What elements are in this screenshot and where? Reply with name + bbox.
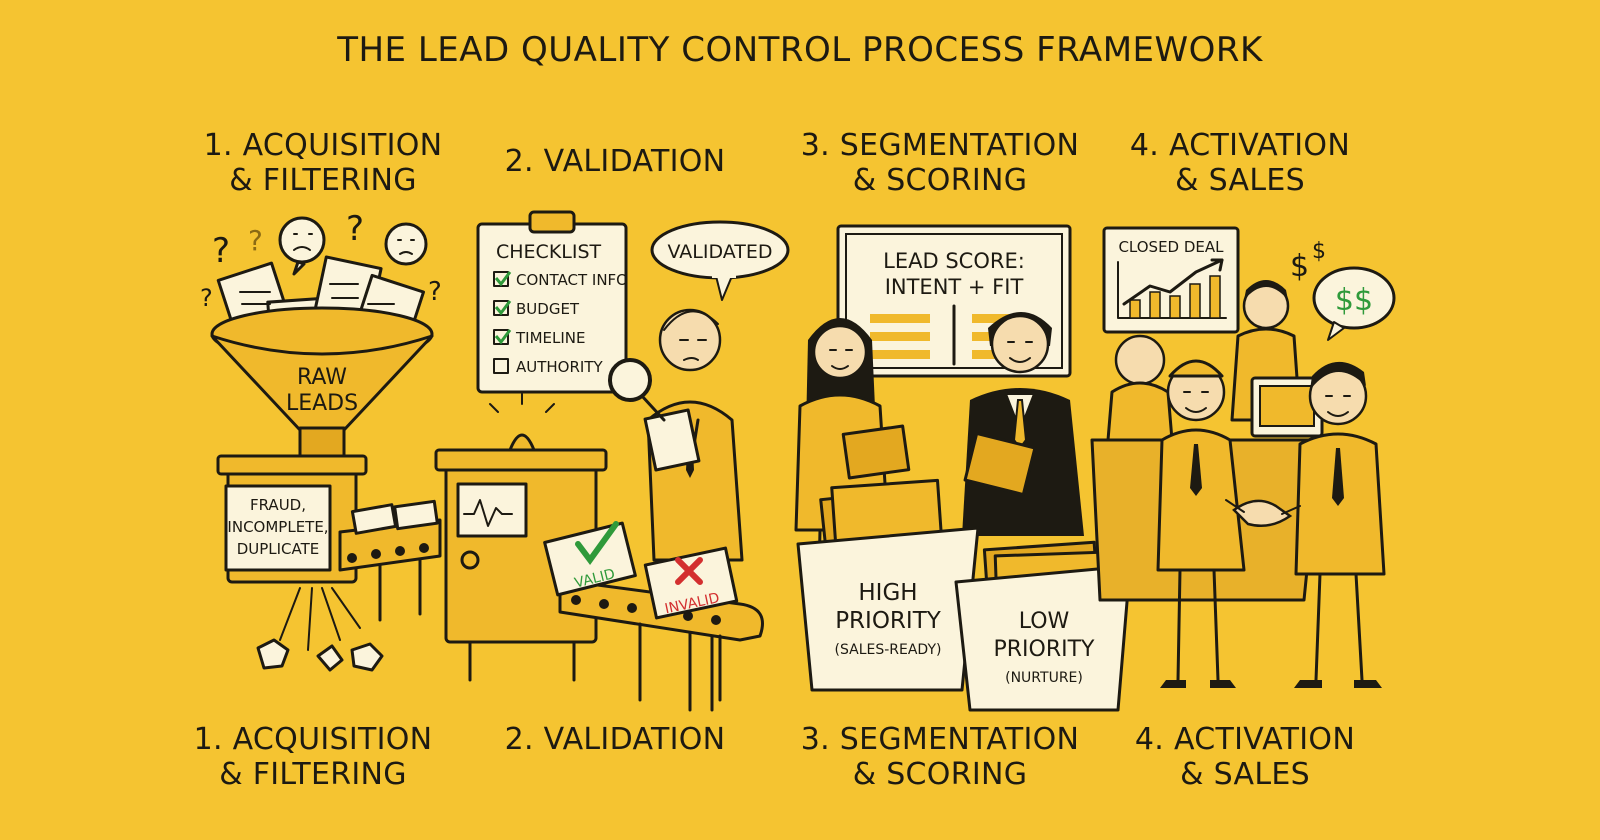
raw-leads-funnel: ? ? ? ? ? RAW LEADS — [200, 209, 442, 470]
step-label-line: 1. ACQUISITION — [193, 722, 433, 757]
question-mark-icon: ? — [212, 231, 230, 271]
question-mark-icon: ? — [200, 284, 213, 312]
salesman-left — [1156, 359, 1246, 688]
step-label-top-activation: 4. ACTIVATION & SALES — [1095, 128, 1385, 198]
step-label-line: 3. SEGMENTATION — [800, 128, 1080, 163]
background-sales-office — [1090, 280, 1324, 602]
step-label-bottom-acquisition: 1. ACQUISITION & FILTERING — [168, 722, 458, 792]
checklist-title: CHECKLIST — [496, 241, 602, 263]
page-title: THE LEAD QUALITY CONTROL PROCESS FRAMEWO… — [337, 30, 1263, 70]
step-label-line: 2. VALIDATION — [504, 144, 726, 179]
lead-score-title: LEAD SCORE: — [883, 249, 1025, 273]
checklist-item-label: BUDGET — [516, 300, 580, 318]
salesman-right — [1294, 361, 1386, 688]
checklist-item-label: CONTACT INFO — [516, 271, 628, 289]
low-priority-bin: LOW PRIORITY (NURTURE) — [954, 540, 1132, 712]
money-speech-bubble: $$ — [1312, 266, 1396, 341]
checklist-item: AUTHORITY — [493, 358, 603, 376]
dollar-icon: $ — [1312, 239, 1326, 264]
step-label-line: 4. ACTIVATION — [1129, 128, 1351, 163]
step-label-top-validation: 2. VALIDATION — [470, 144, 760, 179]
step-label-line: & SALES — [1175, 163, 1305, 198]
checklist-item-label: AUTHORITY — [516, 358, 603, 376]
cross-icon — [675, 557, 703, 585]
closed-deal-chart: CLOSED DEAL — [1102, 226, 1240, 334]
checklist-item: BUDGET — [493, 300, 580, 318]
step-label-line: 4. ACTIVATION — [1134, 722, 1356, 757]
step-label-line: 3. SEGMENTATION — [800, 722, 1080, 757]
step-label-line: & SALES — [1180, 757, 1310, 792]
step-label-line: & FILTERING — [229, 163, 417, 198]
low-priority-sublabel: (NURTURE) — [1005, 670, 1083, 686]
high-priority-bin: ★★★★★ HIGH PRIORITY (SALES-READY) — [796, 478, 980, 692]
low-priority-label: LOW — [1019, 609, 1070, 634]
checklist-item: CONTACT INFO — [493, 271, 628, 289]
filter-sign-text: DUPLICATE — [237, 540, 320, 558]
step-label-bottom-validation: 2. VALIDATION — [470, 722, 760, 757]
handshake-icon — [1225, 499, 1301, 527]
checklist-item: TIMELINE — [493, 329, 586, 347]
valid-card: VALID — [543, 521, 637, 597]
validated-speech-bubble: VALIDATED — [650, 220, 790, 301]
filter-sign-text: INCOMPLETE, — [227, 518, 328, 536]
lead-score-board: LEAD SCORE: INTENT + FIT — [836, 224, 1072, 378]
trend-arrow-icon — [1122, 258, 1224, 306]
step-label-bottom-segmentation: 3. SEGMENTATION & SCORING — [785, 722, 1095, 792]
step-label-bottom-activation: 4. ACTIVATION & SALES — [1100, 722, 1390, 792]
checklist-clipboard: CHECKLIST CONTACT INFO BUDGET TIMELINE A… — [476, 210, 628, 394]
funnel-label: RAW — [297, 365, 347, 390]
high-priority-sublabel: (SALES-READY) — [835, 642, 942, 658]
lead-score-formula: INTENT + FIT — [885, 275, 1024, 299]
question-mark-icon: ? — [346, 209, 364, 249]
step-label-line: 1. ACQUISITION — [203, 128, 443, 163]
step-label-line: & SCORING — [852, 757, 1028, 792]
analyst-man — [962, 312, 1084, 536]
question-mark-icon: ? — [248, 224, 263, 257]
closed-deal-label: CLOSED DEAL — [1118, 238, 1224, 256]
step-label-line: & SCORING — [852, 163, 1028, 198]
high-priority-label: PRIORITY — [835, 608, 942, 634]
step-label-top-acquisition: 1. ACQUISITION & FILTERING — [178, 128, 468, 198]
money-bubble-text: $$ — [1335, 283, 1373, 318]
funnel-label: LEADS — [286, 391, 358, 416]
step-label-top-segmentation: 3. SEGMENTATION & SCORING — [790, 128, 1090, 198]
high-priority-label: HIGH — [858, 580, 917, 606]
question-mark-icon: ? — [428, 277, 442, 307]
step-label-line: & FILTERING — [219, 757, 407, 792]
low-priority-label: PRIORITY — [993, 637, 1095, 662]
filter-sign-text: FRAUD, — [250, 496, 306, 514]
validated-bubble-text: VALIDATED — [667, 241, 772, 263]
inspector-person — [608, 308, 744, 712]
checklist-item-label: TIMELINE — [515, 329, 586, 347]
confused-face-icon — [278, 216, 326, 276]
step-label-line: 2. VALIDATION — [504, 722, 726, 757]
check-icon — [575, 521, 619, 566]
output-conveyor: VALID INVALID — [543, 521, 764, 702]
filter-machine: FRAUD, INCOMPLETE, DUPLICATE — [216, 454, 442, 672]
dollar-icon: $ — [1290, 249, 1309, 284]
worried-face-icon — [384, 222, 428, 266]
